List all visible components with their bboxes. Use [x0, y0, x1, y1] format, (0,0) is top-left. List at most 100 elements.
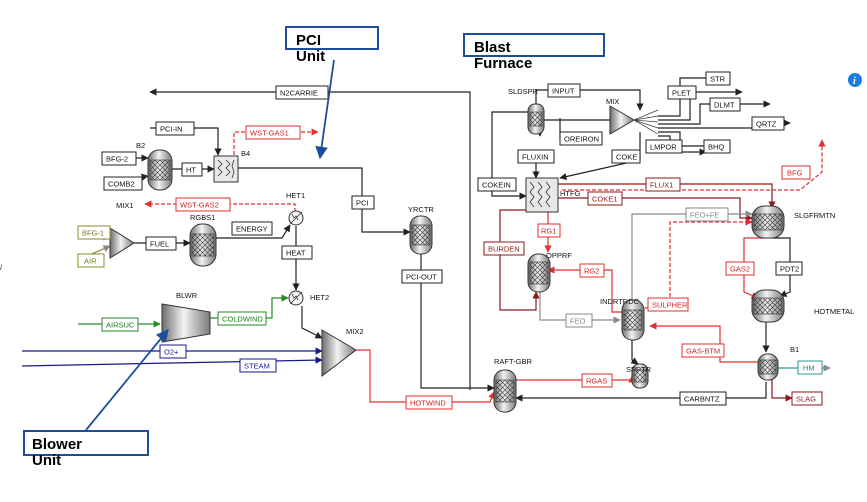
indrtrdc-reactor[interactable] — [621, 299, 645, 341]
het2-label: HET2 — [310, 293, 329, 302]
svg-text:PLET: PLET — [672, 89, 691, 98]
stream-cokein[interactable]: COKEIN — [477, 177, 517, 192]
stream-hotwind[interactable]: HOTWIND — [405, 395, 453, 410]
b4-heat-exchanger[interactable] — [213, 155, 239, 183]
stream-rg2[interactable]: RG2 — [579, 263, 605, 278]
svg-text:HEAT: HEAT — [286, 249, 306, 258]
mix2-mixer[interactable] — [321, 329, 357, 378]
spptr-label: SPPTR — [626, 365, 652, 374]
stream-carbntz[interactable]: CARBNTZ — [679, 391, 727, 406]
stream-str[interactable]: STR — [705, 71, 731, 86]
indrtrdc-label: INDRTRDC — [600, 297, 640, 306]
het2-heater[interactable] — [288, 290, 304, 306]
htfg-heat-exchanger[interactable] — [525, 177, 559, 213]
svg-text:PCI: PCI — [356, 199, 369, 208]
stream-feo-fe[interactable]: FEO+FE — [685, 207, 729, 222]
stream-pci-in[interactable]: PCI-IN — [155, 121, 195, 136]
svg-text:ENERGY: ENERGY — [236, 225, 268, 234]
raft-gbr-reactor[interactable] — [493, 369, 517, 413]
svg-text:COLDWIND: COLDWIND — [222, 315, 263, 324]
stream-gas2[interactable]: GAS2 — [725, 261, 755, 276]
stream-rg1[interactable]: RG1 — [537, 223, 561, 238]
mix-label: MIX — [606, 97, 619, 106]
blwr-compressor[interactable] — [161, 303, 211, 343]
info-icon[interactable]: i — [848, 73, 862, 87]
stream-gas-btm[interactable]: GAS-BTM — [681, 343, 725, 358]
stream-wst-gas1[interactable]: WST-GAS1 — [245, 125, 301, 140]
b2-reactor[interactable] — [147, 149, 173, 191]
stream-fluxin[interactable]: FLUXIN — [517, 149, 555, 164]
opprf-reactor[interactable] — [527, 253, 551, 293]
stream-slag[interactable]: SLAG — [791, 391, 823, 406]
stream-burden[interactable]: BURDEN — [483, 241, 525, 256]
stream-o2[interactable]: O2+ — [159, 344, 187, 359]
slgfrmtn-reactor[interactable] — [751, 205, 785, 239]
svg-text:O2+: O2+ — [164, 348, 179, 357]
svg-text:N2CARRIE: N2CARRIE — [280, 89, 318, 98]
svg-text:CARBNTZ: CARBNTZ — [684, 395, 720, 404]
stream-dlmt[interactable]: DLMT — [709, 97, 741, 112]
stream-plet[interactable]: PLET — [667, 85, 697, 100]
spptr-separator[interactable] — [631, 363, 649, 389]
raft-gbr-label: RAFT-GBR — [494, 357, 533, 366]
sldspr-separator[interactable] — [527, 103, 545, 135]
stream-oreiron[interactable]: OREIRON — [559, 131, 603, 146]
svg-text:SULPHER: SULPHER — [652, 301, 688, 310]
stream-coke1[interactable]: COKE1 — [587, 191, 623, 206]
svg-text:QRTZ: QRTZ — [756, 120, 777, 129]
b4-label: B4 — [241, 149, 250, 158]
mix2-label: MIX2 — [346, 327, 364, 336]
stream-bfg-1[interactable]: BFG-1 — [77, 225, 111, 240]
svg-text:COKE: COKE — [616, 153, 637, 162]
stream-feo[interactable]: FEO — [565, 313, 593, 328]
stream-coldwind[interactable]: COLDWIND — [217, 311, 267, 326]
stream-flux1[interactable]: FLUX1 — [645, 177, 681, 192]
stream-lmpor[interactable]: LMPOR — [645, 139, 683, 154]
stream-pdt2[interactable]: PDT2 — [775, 261, 803, 276]
stream-airsuc[interactable]: AIRSUC — [101, 317, 139, 332]
stream-heat[interactable]: HEAT — [281, 245, 313, 260]
svg-text:BFG-1: BFG-1 — [82, 229, 104, 238]
stream-bfg-2[interactable]: BFG-2 — [101, 151, 137, 166]
stream-bfg[interactable]: BFG — [781, 165, 811, 180]
fuel-mixer[interactable] — [109, 227, 135, 259]
stream-hm[interactable]: HM — [797, 360, 823, 375]
svg-text:FEO: FEO — [570, 317, 586, 326]
rgbs1-reactor[interactable] — [189, 223, 217, 267]
stream-pci-out[interactable]: PCI-OUT — [401, 269, 443, 284]
het1-heater[interactable] — [288, 210, 304, 226]
stream-sulpher[interactable]: SULPHER — [647, 297, 689, 312]
stream-energy[interactable]: ENERGY — [231, 221, 273, 236]
svg-text:SLAG: SLAG — [796, 395, 816, 404]
stream-comb2[interactable]: COMB2 — [103, 176, 143, 191]
stream-air[interactable]: AIR — [77, 253, 105, 268]
stream-rgas[interactable]: RGAS — [581, 373, 613, 388]
hotmetal-reactor[interactable] — [751, 289, 785, 323]
stream-fuel[interactable]: FUEL — [145, 236, 177, 251]
stream-wst-gas2[interactable]: WST-GAS2 — [175, 197, 231, 212]
stream-ht[interactable]: HT — [181, 162, 203, 177]
svg-text:RG2: RG2 — [584, 267, 599, 276]
svg-text:STR: STR — [710, 75, 726, 84]
stray-slash: / — [0, 263, 3, 272]
stream-input[interactable]: INPUT — [547, 83, 581, 98]
svg-text:AIR: AIR — [84, 257, 97, 266]
stream-n2carrie[interactable]: N2CARRIE — [275, 85, 329, 100]
stream-qrtz[interactable]: QRTZ — [751, 116, 785, 131]
stream-steam[interactable]: STEAM — [239, 358, 277, 373]
svg-text:BFG-2: BFG-2 — [106, 155, 128, 164]
svg-text:i: i — [853, 76, 856, 87]
svg-text:COMB2: COMB2 — [108, 180, 135, 189]
svg-text:BFG: BFG — [787, 169, 803, 178]
mix-splitter[interactable] — [609, 105, 659, 135]
stream-pci[interactable]: PCI — [351, 195, 375, 210]
yrctr-reactor[interactable] — [409, 215, 433, 255]
svg-text:HOTWIND: HOTWIND — [410, 399, 446, 408]
stream-coke[interactable]: COKE — [611, 149, 641, 164]
stream-bhq[interactable]: BHQ — [703, 139, 731, 154]
b1-separator[interactable] — [757, 353, 779, 381]
hotmetal-label: HOTMETAL — [814, 307, 854, 316]
